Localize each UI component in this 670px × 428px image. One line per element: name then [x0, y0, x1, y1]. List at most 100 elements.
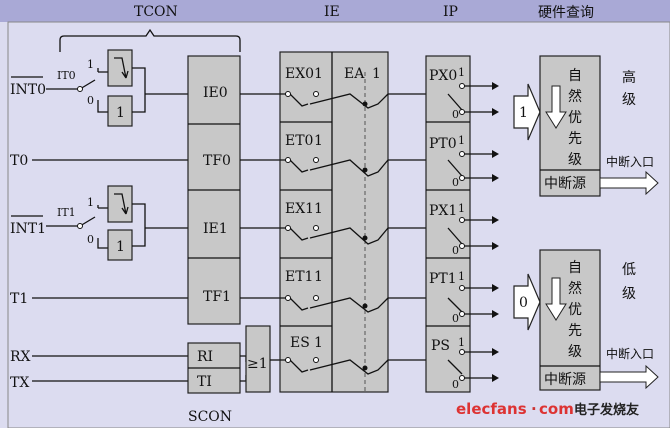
ip-switch-px1: PX1: [429, 203, 457, 219]
ip-switch-px0: PX0: [429, 68, 457, 84]
et0-on: 1: [314, 133, 323, 149]
et1-on: 1: [314, 269, 323, 285]
high-priority-group: 1 自然优先级 中断源 高 级 中断入口: [513, 55, 659, 197]
header-hardware-query: 硬件查询: [538, 5, 594, 21]
tcon-flag-ie1: IE1: [203, 221, 228, 237]
int0-switch-pivot: [77, 86, 83, 92]
ex0-on: 1: [314, 66, 323, 82]
header-tcon: TCON: [134, 4, 178, 20]
ip-output-lines: [464, 82, 499, 382]
watermark-cn: 电子发烧友: [574, 402, 639, 418]
low-level-b: 级: [622, 286, 636, 302]
it0-pos-0: 0: [87, 94, 94, 107]
input-int0: INT0: [10, 82, 46, 98]
low-output-arrow: [599, 364, 659, 390]
ip-switch-pt0: PT0: [429, 136, 457, 152]
priority-char: 先: [568, 131, 582, 147]
high-down-arrow: [545, 85, 567, 129]
priority-char: 优: [568, 302, 582, 318]
it1-pos-1: 1: [87, 196, 94, 209]
high-level-b: 级: [622, 92, 636, 108]
watermark-com: com: [539, 400, 574, 418]
input-t1: T1: [10, 291, 28, 307]
high-level-a: 高: [622, 69, 636, 86]
int1-switch-pivot: [77, 223, 83, 229]
selector-it0: IT0: [57, 69, 76, 82]
priority-char: 先: [568, 323, 582, 339]
ie-switch-et0: ET0: [285, 133, 313, 149]
scon-flag-ri: RI: [197, 349, 213, 365]
int1-edge-detector: [107, 185, 133, 223]
low-natural-priority: 自然优先级: [568, 260, 582, 360]
svg-text:1: 1: [458, 134, 465, 147]
int1-buffer-label: 1: [116, 239, 125, 255]
svg-text:0: 0: [452, 244, 459, 257]
header-ip: IP: [443, 4, 458, 20]
int0-buffer-label: 1: [116, 105, 125, 121]
ie-switch-contacts: [280, 91, 389, 375]
or-gate: [245, 325, 271, 393]
input-int1: INT1: [10, 221, 46, 237]
ie-switch-ex0: EX0: [285, 66, 314, 82]
priority-char: 然: [568, 280, 582, 297]
svg-text:0: 0: [452, 378, 459, 391]
priority-char: 自: [568, 260, 582, 276]
high-input-value: 1: [519, 105, 528, 121]
watermark-dot: ·: [531, 400, 537, 418]
tcon-brace: [59, 28, 241, 52]
high-interrupt-source: 中断源: [544, 176, 586, 192]
it1-pos-0: 0: [87, 233, 94, 246]
svg-text:0: 0: [452, 176, 459, 189]
svg-text:1: 1: [458, 270, 465, 283]
priority-char: 级: [568, 344, 582, 360]
high-input-arrow: [513, 83, 541, 141]
tcon-flag-tf1: TF1: [203, 289, 231, 305]
ip-switch-pt1: PT1: [429, 271, 457, 287]
ie-switch-ex1: EX1: [285, 201, 314, 217]
high-natural-priority: 自然优先级: [568, 68, 582, 168]
low-interrupt-entry: 中断入口: [606, 346, 654, 361]
ie-switch-et1: ET1: [285, 269, 313, 285]
ex1-on: 1: [314, 201, 323, 217]
priority-char: 级: [568, 152, 582, 168]
low-priority-group: 0 自然优先级 中断源 低 级 中断入口: [513, 249, 659, 391]
svg-text:0: 0: [452, 108, 459, 121]
input-rx: RX: [10, 349, 31, 365]
ie-switch-ea: EA: [344, 66, 365, 82]
ie-switch-es: ES: [290, 335, 310, 351]
tcon-flag-ie0: IE0: [203, 85, 228, 101]
svg-text:0: 0: [452, 312, 459, 325]
input-t0: T0: [10, 153, 28, 169]
ea-on: 1: [372, 66, 381, 82]
high-hardware-query-box: [539, 55, 601, 197]
elecfans-watermark: elecfans · com 电子发烧友: [456, 400, 639, 418]
low-input-arrow: [513, 273, 541, 331]
svg-text:1: 1: [458, 202, 465, 215]
ie-register: [279, 51, 389, 393]
ip-switch-contacts: 10 10 10 10 10: [447, 66, 465, 391]
input-tx: TX: [10, 375, 29, 391]
priority-char: 优: [568, 110, 582, 126]
watermark-site: elecfans: [456, 400, 527, 418]
int0-edge-detector: [107, 49, 133, 87]
int1-level-buffer: [107, 229, 133, 261]
scon-flag-ti: TI: [197, 374, 212, 390]
int0-level-buffer: [107, 95, 133, 127]
high-interrupt-entry: 中断入口: [606, 154, 654, 169]
low-down-arrow: [545, 277, 567, 321]
or-gate-label: ≥1: [247, 356, 268, 372]
priority-char: 自: [568, 68, 582, 84]
header-ie: IE: [324, 4, 340, 20]
selector-it1: IT1: [57, 206, 76, 219]
ip-switch-ps: PS: [431, 338, 450, 354]
svg-text:1: 1: [458, 336, 465, 349]
tcon-flag-tf0: TF0: [203, 153, 231, 169]
low-interrupt-source: 中断源: [544, 372, 586, 388]
label-scon: SCON: [188, 409, 232, 425]
priority-char: 然: [568, 88, 582, 105]
es-on: 1: [314, 335, 323, 351]
it0-pos-1: 1: [87, 58, 94, 71]
header-band: [0, 0, 670, 22]
high-output-arrow: [599, 170, 659, 196]
low-hardware-query-box: [539, 249, 601, 391]
